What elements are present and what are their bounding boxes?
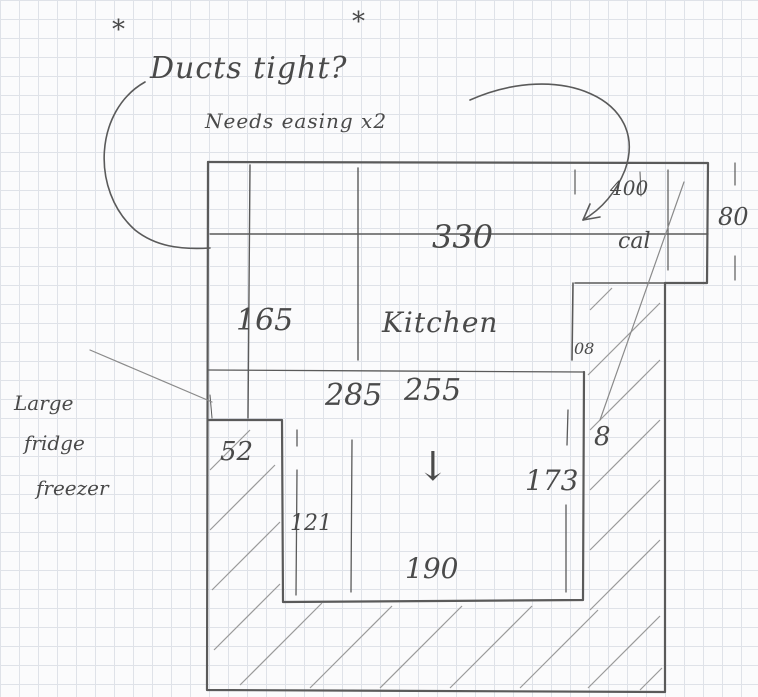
room-name: Kitchen: [381, 306, 498, 339]
note-line-2: Needs easing x2: [204, 109, 387, 133]
dim-fridge-width: 52: [220, 437, 253, 467]
dim-inset-mark: cal: [618, 229, 650, 254]
fridge-label-line-1: Large: [13, 391, 73, 415]
dim-mid-width-b: 255: [403, 373, 461, 408]
down-arrow-icon: ↓: [416, 444, 450, 490]
mid-wall-line: [207, 369, 585, 373]
dim-top-width: 330: [432, 218, 493, 256]
note-line-1: Ducts tight?: [149, 51, 347, 86]
dim-top-height: 80: [718, 203, 749, 231]
dim-small-08: 08: [574, 339, 594, 358]
star-mark-right: *: [352, 7, 365, 37]
note-pointer-arrow: [103, 81, 631, 250]
wall-hatching: [209, 287, 663, 691]
fridge-pointer-line: [89, 349, 213, 403]
dim-inset-width: 400: [609, 176, 648, 200]
star-mark-left: *: [112, 15, 125, 45]
dim-right-height: 173: [525, 464, 578, 497]
room-outline: [205, 160, 710, 694]
dim-right-side: 8: [594, 422, 611, 452]
dim-left-depth: 165: [236, 303, 293, 338]
kitchen-unit-outline: [206, 370, 586, 604]
fridge-label-line-2: fridge: [22, 431, 85, 455]
upper-grid-lines: [209, 162, 736, 419]
dim-mid-width-a: 285: [324, 378, 382, 413]
dim-left-height: 121: [290, 511, 332, 536]
dim-bottom-width: 190: [405, 552, 458, 585]
fridge-label-line-3: freezer: [34, 476, 110, 500]
right-side-pointer-line: [599, 181, 685, 421]
